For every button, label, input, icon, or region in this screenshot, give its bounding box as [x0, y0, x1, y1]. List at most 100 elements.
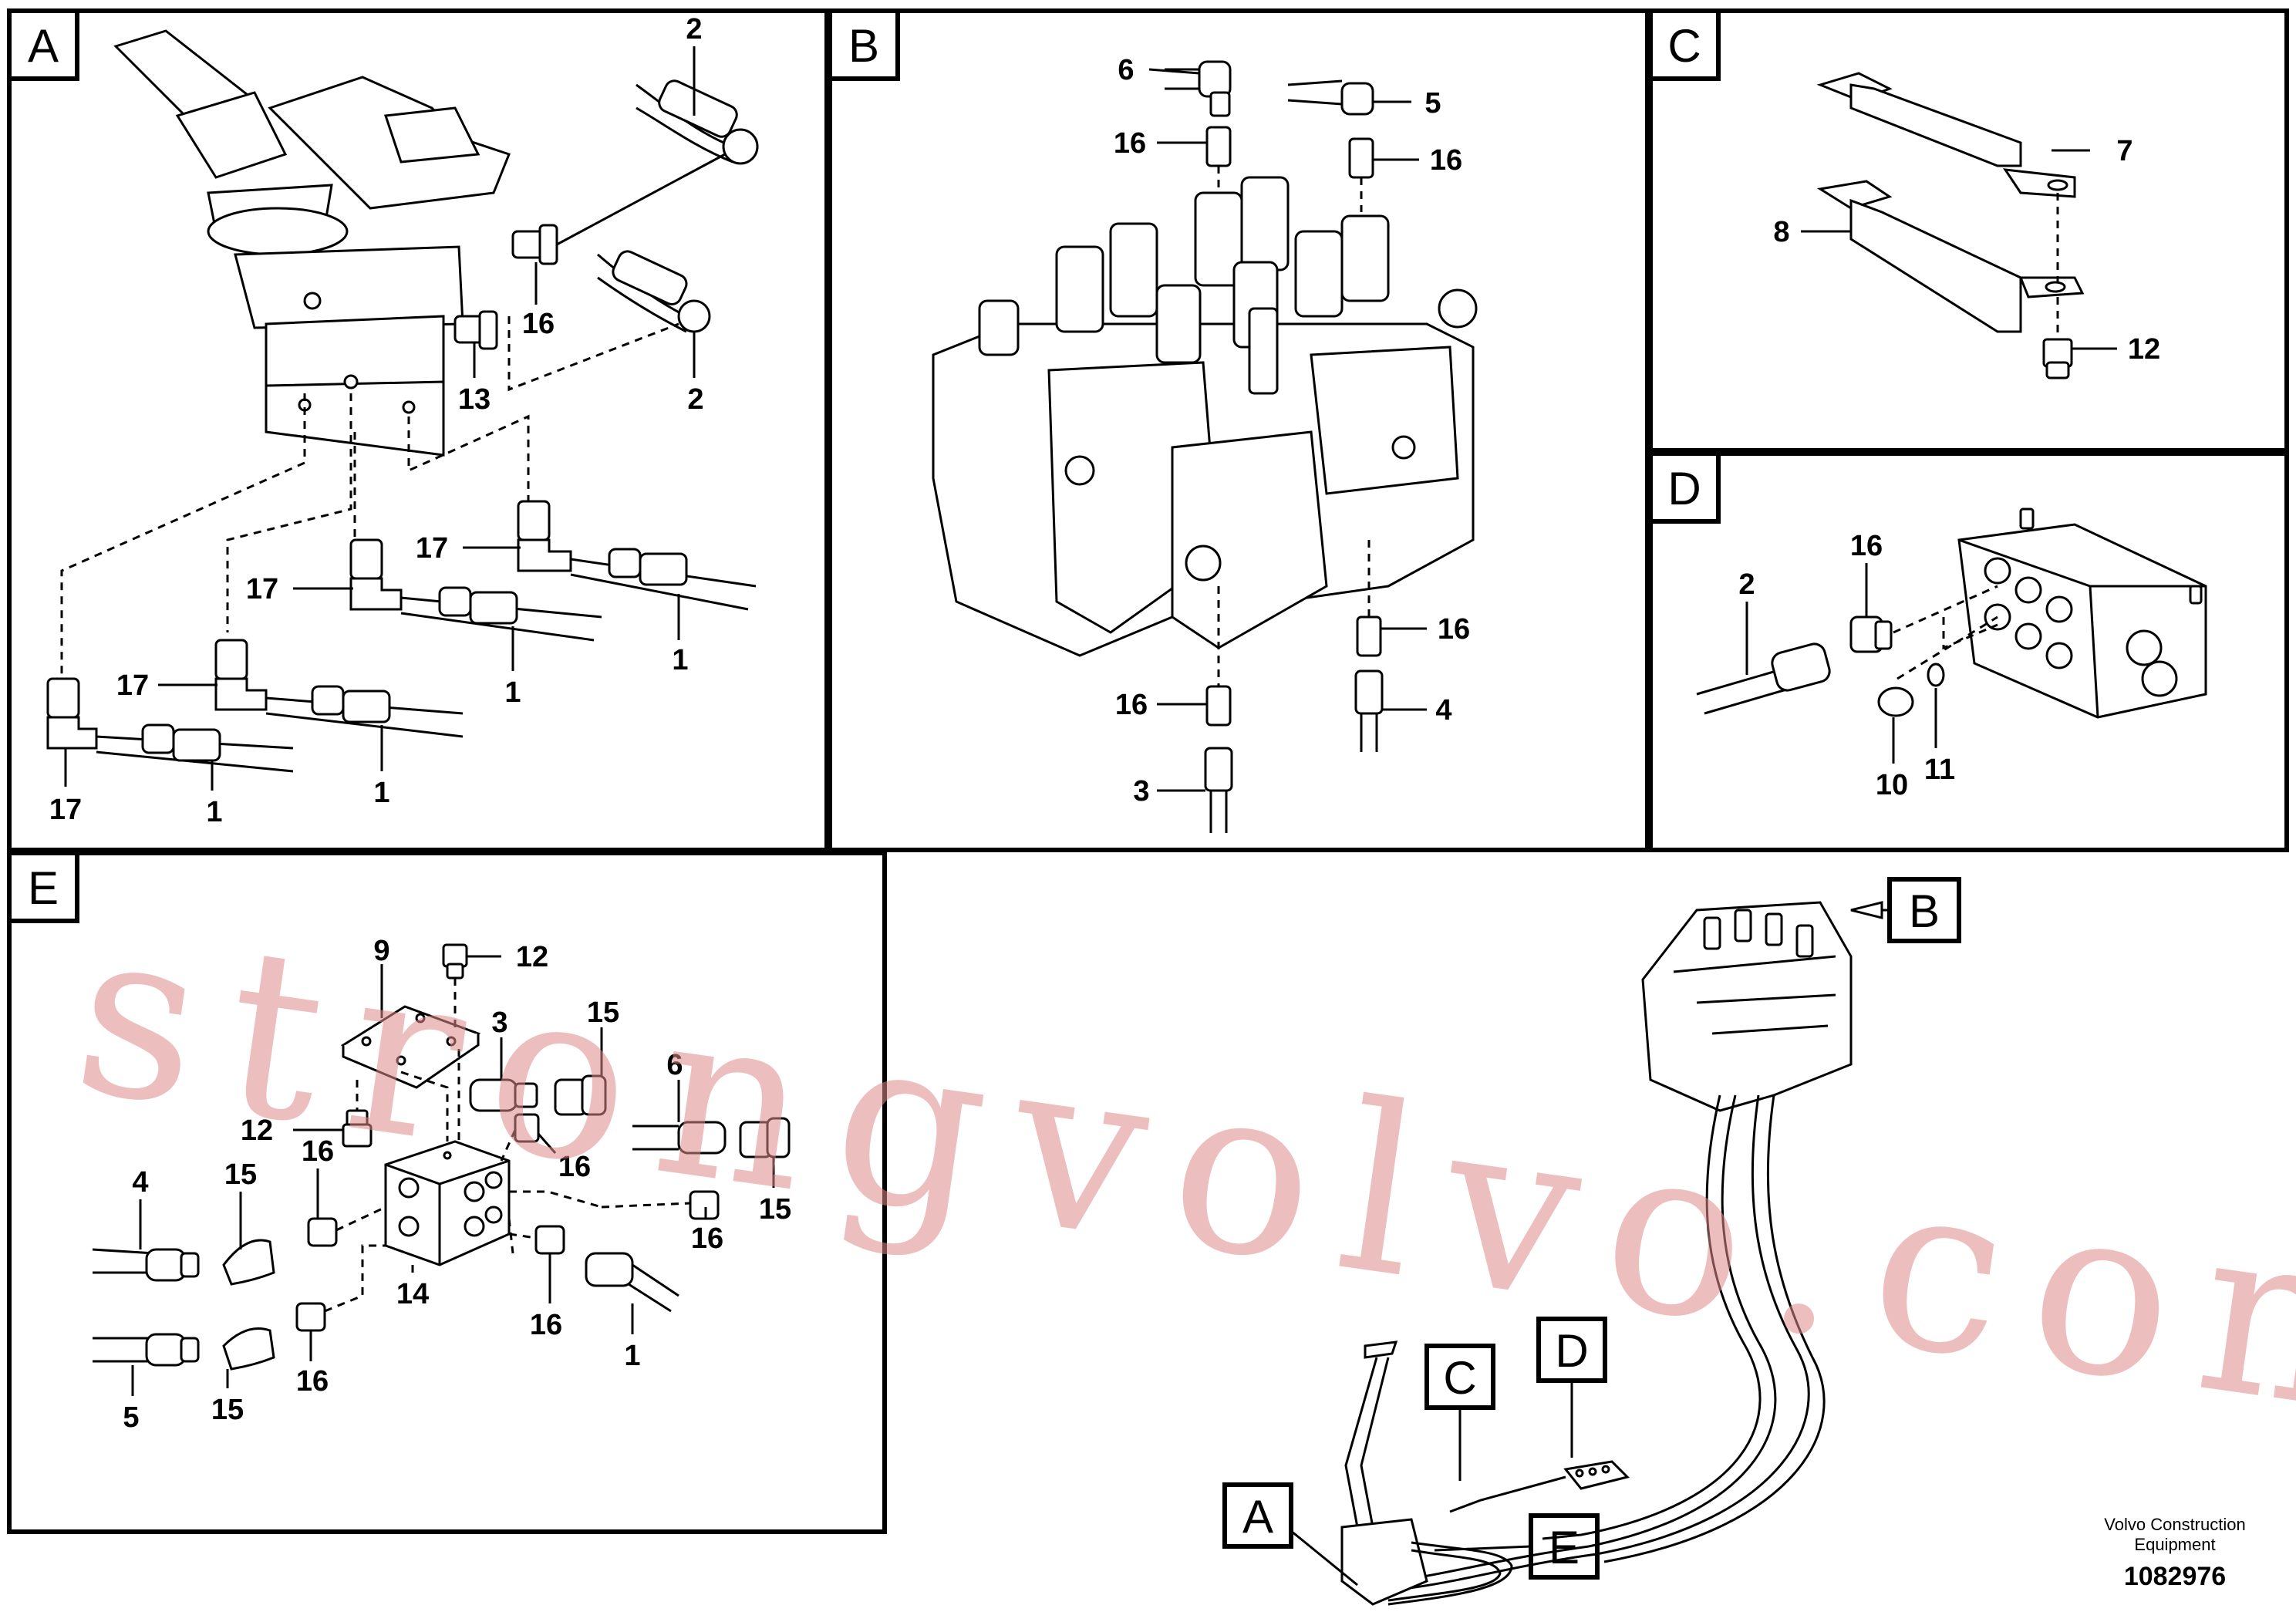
- overview-box-b: B: [1850, 877, 1961, 943]
- seal-11: [1927, 663, 1945, 687]
- hose-3-e: [469, 1078, 538, 1112]
- panel-d-label-box: [1648, 451, 1721, 524]
- callout-1-b: 1: [504, 676, 521, 709]
- callout-12-c: 12: [2128, 333, 2160, 366]
- callout-3: 3: [1133, 775, 1149, 808]
- pilot-line-3: [407, 414, 530, 501]
- overview-label-c: C: [1443, 1352, 1476, 1404]
- panel-e: E: [7, 851, 887, 1534]
- elbow-17-b: [349, 538, 403, 611]
- hose-5-elbow: [1287, 79, 1374, 116]
- callout-3-e: 3: [491, 1007, 507, 1039]
- panel-b: B: [828, 8, 1650, 852]
- fitting-16-e-b: [509, 1190, 720, 1220]
- hose-4: [1354, 669, 1384, 752]
- panel-d: D: [1648, 451, 2289, 852]
- bolt-12-e-bottom: [342, 1080, 373, 1148]
- callout-15-e-c: 15: [759, 1193, 791, 1226]
- hose-4-e: [92, 1248, 200, 1282]
- footer-company-line2: Equipment: [2134, 1535, 2215, 1554]
- panel-c-label: C: [1667, 20, 1701, 72]
- elbow-17-d: [46, 677, 98, 750]
- callout-16: 16: [522, 308, 555, 340]
- fitting-16-b-bottom-left: [1205, 586, 1232, 727]
- hose-6-e: [632, 1121, 727, 1155]
- callout-1-e: 1: [624, 1340, 640, 1372]
- fitting-16-e-c: [307, 1206, 386, 1247]
- plate-axis-2: [400, 1071, 449, 1141]
- callout-7: 7: [2116, 135, 2132, 167]
- callout-16-d: 16: [1850, 530, 1883, 562]
- footer-company-line1: Volvo Construction: [2104, 1515, 2245, 1534]
- panel-c: C 7 8 12: [1648, 8, 2289, 453]
- fitting-16-b-top-right: [1348, 137, 1374, 212]
- callout-17-b: 17: [246, 573, 278, 605]
- panel-d-frame: [1648, 451, 2289, 852]
- callout-15-e-a: 15: [587, 996, 619, 1029]
- callout-10: 10: [1876, 769, 1908, 801]
- panel-a: A: [7, 8, 829, 852]
- elbow-15-e-b: [739, 1117, 791, 1158]
- panel-b-label-box: [828, 8, 900, 81]
- pilot-line-2: [226, 393, 352, 632]
- panel-b-label: B: [848, 20, 879, 72]
- fitting-16-b-top-left: [1205, 126, 1232, 189]
- callout-1-c: 1: [373, 777, 389, 809]
- overview-pedal: [1340, 1340, 1513, 1606]
- callout-2-lower: 2: [687, 383, 703, 416]
- overview-box-c: C: [1424, 1344, 1495, 1481]
- callout-6-e: 6: [666, 1049, 683, 1081]
- callout-16-e-d: 16: [530, 1309, 562, 1341]
- bolt-12-c: [2042, 297, 2073, 379]
- callout-9: 9: [373, 935, 389, 967]
- fitting-16-a: [511, 153, 726, 265]
- callout-2-upper: 2: [686, 13, 702, 46]
- hose-3: [1204, 747, 1233, 833]
- callout-16-e-e: 16: [296, 1365, 329, 1398]
- panel-c-label-box: [1648, 8, 1721, 81]
- overview-label-b: B: [1909, 885, 1940, 937]
- mounting-plate-9: [340, 1005, 481, 1089]
- overview-box-d: D: [1536, 1317, 1607, 1458]
- callout-16-top-left: 16: [1114, 127, 1146, 160]
- fitting-16-e-a: [500, 1113, 540, 1162]
- panel-d-label: D: [1667, 463, 1701, 514]
- fitting-13: [453, 310, 679, 392]
- elbow-17-a: [517, 500, 572, 572]
- plug-10: [1877, 615, 1998, 717]
- elbow-17-c: [214, 639, 268, 711]
- overview-drawing: B C D A E: [1222, 877, 1961, 1606]
- callout-2-d: 2: [1738, 568, 1755, 601]
- callout-4: 4: [1435, 694, 1451, 727]
- fitting-16-d: [1849, 585, 1998, 653]
- hose-5-e: [93, 1333, 200, 1367]
- overview-valve: [1641, 901, 1853, 1112]
- elbow-15-e-c: [222, 1239, 275, 1286]
- elbow-15-e-d: [222, 1327, 275, 1371]
- panel-b-frame: [828, 8, 1650, 852]
- panel-a-label-box: [7, 8, 79, 81]
- hose-1-b: [400, 586, 602, 642]
- callout-16-bottom-right: 16: [1438, 613, 1470, 646]
- callout-5-e: 5: [123, 1401, 139, 1434]
- callout-16-top-right: 16: [1430, 144, 1462, 177]
- fitting-16-b-bottom-right: [1356, 540, 1382, 657]
- callout-4-e: 4: [132, 1166, 148, 1199]
- callout-16-e-a: 16: [558, 1151, 591, 1183]
- pilot-line-1: [60, 393, 306, 679]
- callout-16-e-c: 16: [302, 1135, 334, 1168]
- hose-1-c: [265, 685, 464, 738]
- hose-1-e: [585, 1252, 679, 1313]
- footer-drawing-number: 1082976: [2124, 1562, 2226, 1591]
- pedal-assembly: [113, 29, 511, 457]
- overview-label-a: A: [1242, 1491, 1273, 1543]
- callout-1-a: 1: [672, 644, 688, 676]
- overview-bracket: [1449, 1475, 1566, 1513]
- overview-manifold-d: [1563, 1460, 1630, 1490]
- fitting-16-e-d: [507, 1218, 565, 1255]
- callout-12-e-top: 12: [516, 941, 548, 973]
- overview-box-e: E: [1434, 1513, 1600, 1580]
- panel-c-frame: [1648, 8, 2289, 453]
- hose-2-lower: [597, 250, 711, 333]
